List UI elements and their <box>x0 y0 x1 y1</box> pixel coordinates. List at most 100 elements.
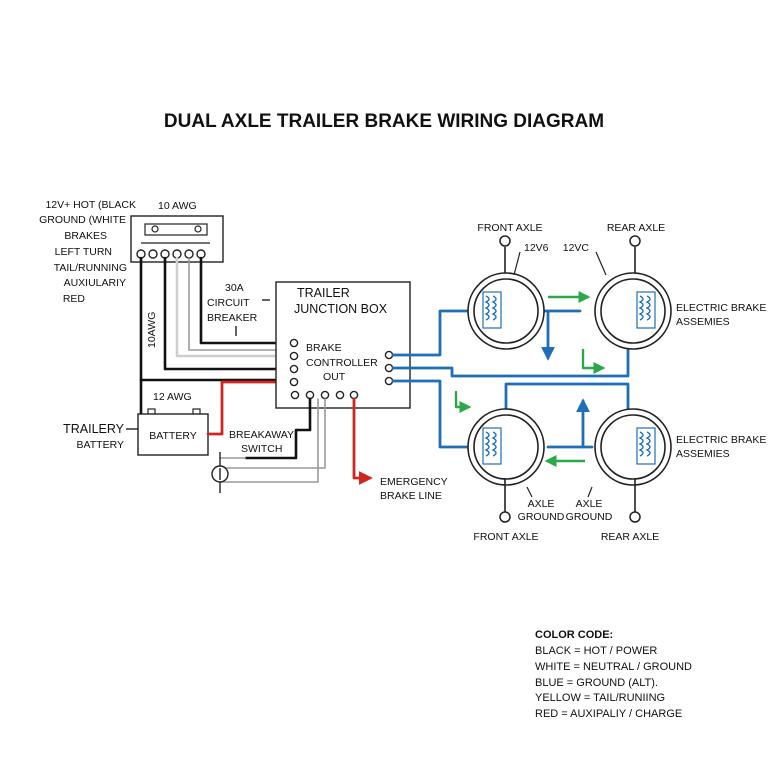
assembly-label: ASSEMIES <box>676 448 730 460</box>
ground-label: AXLE <box>528 498 555 510</box>
junction-terminal <box>289 351 299 361</box>
brake-magnet-coil <box>484 431 497 457</box>
breaker-label: CIRCUIT <box>207 297 250 309</box>
voltage-lead <box>595 251 607 276</box>
flow-arrow <box>581 348 606 374</box>
wire-label: LEFT TURN <box>55 246 112 258</box>
emergency-label: EMERGENCY <box>380 476 448 488</box>
brake-magnet <box>482 427 502 465</box>
left-wiring <box>139 256 293 416</box>
axle-post-cap <box>499 511 511 523</box>
emergency-wire <box>352 397 373 485</box>
brake-drum-inner <box>600 278 666 344</box>
junction-terminal <box>384 350 394 360</box>
junction-terminal <box>289 338 299 348</box>
breakaway-wire <box>219 398 319 483</box>
wire-label: TAIL/RUNNING <box>54 262 127 274</box>
color-legend: COLOR CODE: BLACK = HOT / POWER WHITE = … <box>535 629 692 720</box>
axle-label: REAR AXLE <box>607 222 665 234</box>
connector-gauge-label: 10 AWG <box>158 200 197 212</box>
brake-assembly-front-bottom <box>467 408 545 523</box>
axle-label: FRONT AXLE <box>477 222 542 234</box>
wire-label: AUXIULARIY <box>64 277 126 289</box>
battery-body <box>137 413 209 456</box>
ground-label: GROUND <box>518 511 565 523</box>
brake-magnet-coil <box>638 295 651 321</box>
assembly-label: ASSEMIES <box>676 316 730 328</box>
brake-drum-inner <box>600 414 666 480</box>
black-wire <box>199 256 293 345</box>
controller-out-label: OUT <box>323 371 346 383</box>
wire-label: 12V+ HOT (BLACK <box>45 199 136 211</box>
axle-ground-leads <box>513 251 607 498</box>
breakaway-switch: BREAKAWAY SWITCH <box>211 397 326 493</box>
connector-pin <box>184 249 194 259</box>
controller-out-label: CONTROLLER <box>306 357 378 369</box>
brake-assembly-rear-bottom <box>594 408 672 523</box>
battery-side-label: BATTERY <box>77 439 124 451</box>
junction-terminal <box>335 390 345 400</box>
brake-magnet-coil <box>484 295 497 321</box>
wire-label: BRAKES <box>64 230 107 242</box>
brake-drum-inner <box>473 414 539 480</box>
connector-pin <box>148 249 158 259</box>
assembly-label: ELECTRIC BRAKE <box>676 434 766 446</box>
junction-terminal <box>289 364 299 374</box>
wire-label: RED <box>63 293 86 305</box>
black-wire <box>163 256 293 371</box>
junction-box: TRAILER JUNCTION BOX BRAKE CONTROLLER OU… <box>275 281 411 409</box>
axle-post-cap <box>629 235 641 247</box>
legend-item: BLUE = GROUND (ALT). <box>535 677 658 689</box>
breakaway-label: BREAKAWAY <box>229 429 294 441</box>
vertical-gauge-label: 10AWG <box>146 312 158 348</box>
brake-assembly-rear-top <box>594 235 672 350</box>
brake-wire <box>391 309 496 357</box>
breakaway-wire <box>219 398 326 469</box>
connector-latch <box>144 223 208 236</box>
emergency-brake-line: EMERGENCY BRAKE LINE <box>352 397 448 502</box>
diagram-title: DUAL AXLE TRAILER BRAKE WIRING DIAGRAM <box>164 111 604 132</box>
white-wire <box>175 256 293 358</box>
legend-header: COLOR CODE: <box>535 629 613 641</box>
ground-lead <box>587 486 593 498</box>
breaker-label: BREAKER <box>207 312 258 324</box>
junction-box-title: TRAILER <box>297 286 350 300</box>
breakaway-wire <box>244 397 312 460</box>
ground-lead <box>526 486 533 498</box>
circuit-breaker: 30A CIRCUIT BREAKER <box>207 282 270 336</box>
breakaway-label: SWITCH <box>241 443 282 455</box>
brake-assembly-front-top <box>467 235 545 350</box>
junction-terminal <box>290 390 300 400</box>
charge-wire <box>206 380 293 436</box>
axle-label: FRONT AXLE <box>473 531 538 543</box>
junction-box-body <box>275 281 411 409</box>
junction-box-title: JUNCTION BOX <box>294 302 388 316</box>
trailer-connector: 10 AWG 12V+ HOT (BLACK GROUND (WHITE BRA… <box>39 199 224 348</box>
junction-terminal <box>305 390 315 400</box>
battery-side-label: TRAILERY <box>63 422 125 436</box>
battery-label: BATTERY <box>149 430 196 442</box>
brake-magnet <box>636 291 656 329</box>
wire-label: GROUND (WHITE <box>39 214 126 226</box>
legend-item: YELLOW = TAIL/RUNIING <box>535 692 665 704</box>
junction-terminal <box>349 390 359 400</box>
brake-wire <box>391 379 496 449</box>
battery: 12 AWG BATTERY TRAILERY BATTERY <box>63 391 209 456</box>
brake-magnet-coil <box>638 431 651 457</box>
axle-label: REAR AXLE <box>601 531 659 543</box>
emergency-label: BRAKE LINE <box>380 490 442 502</box>
flow-arrow <box>454 390 472 413</box>
axle-post-cap <box>629 511 641 523</box>
gray-wire <box>188 257 292 351</box>
connector-latch-pin <box>194 225 202 233</box>
voltage-label: 12V6 <box>524 242 549 254</box>
brake-magnet <box>636 427 656 465</box>
junction-terminal <box>384 363 394 373</box>
brake-drum-inner <box>473 278 539 344</box>
legend-item: BLACK = HOT / POWER <box>535 645 657 657</box>
legend-item: WHITE = NEUTRAL / GROUND <box>535 661 692 673</box>
battery-gauge-label: 12 AWG <box>153 391 192 403</box>
connector-latch-pin <box>151 225 159 233</box>
assembly-label: ELECTRIC BRAKE <box>676 302 766 314</box>
